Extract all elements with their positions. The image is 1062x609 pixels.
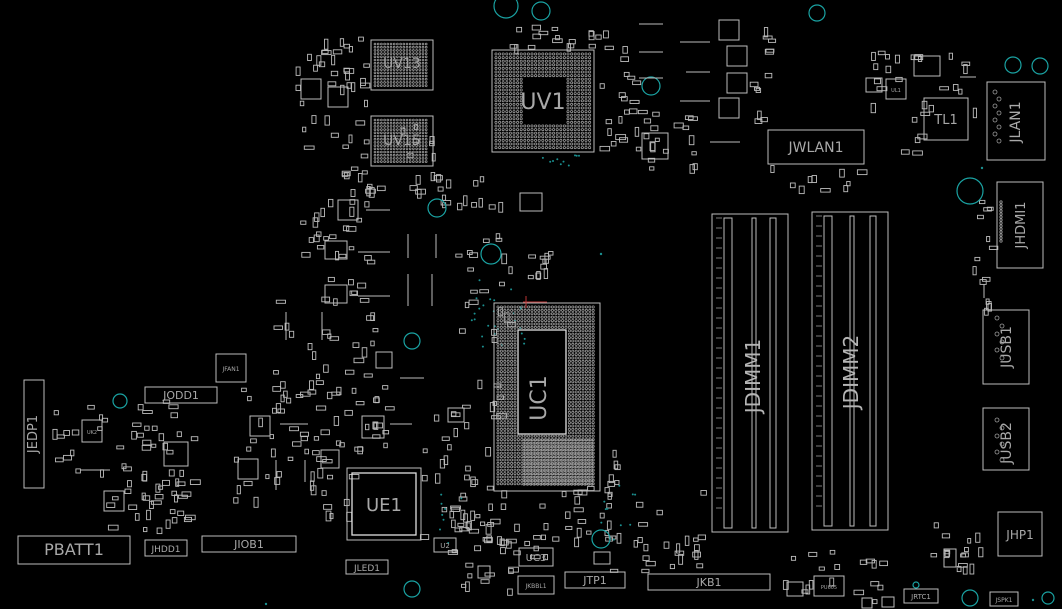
connector-jspk1[interactable]: JSPK1 — [989, 591, 1019, 607]
pu-label: PU605 — [821, 585, 837, 591]
u2-label: U2 — [440, 542, 450, 550]
chip-uv1[interactable]: UV1 — [491, 49, 595, 153]
chip-uc3[interactable]: UC3 — [518, 547, 554, 567]
chip-pu605[interactable]: PU605 — [813, 575, 845, 597]
jkb1-label: JKB1 — [695, 576, 721, 589]
jiob1-label: JIOB1 — [233, 538, 264, 551]
chip-uk2[interactable]: UK2 — [81, 419, 103, 443]
uv15-label: UV15 — [383, 133, 421, 149]
connector-jhdmi1[interactable]: JHDMI1 — [996, 181, 1044, 269]
connector-pbatt1[interactable]: PBATT1 — [17, 535, 131, 565]
jdimm1-label: JDIMM1 — [741, 339, 765, 415]
tl1-label: TL1 — [933, 113, 957, 128]
connector-jwlan1[interactable]: JWLAN1 — [767, 129, 865, 165]
transformer-tl1[interactable]: TL1 — [923, 97, 969, 141]
connector-jled1[interactable]: JLED1 — [345, 559, 389, 575]
medium-components — [80, 19, 985, 609]
chip-uc1[interactable]: UC1 — [493, 302, 601, 492]
connector-jkb1[interactable]: JKB1 — [647, 573, 771, 591]
connector-jhdd1[interactable]: JHDD1 — [144, 539, 188, 557]
jled1-label: JLED1 — [353, 564, 380, 574]
uc3-label: UC3 — [526, 553, 547, 564]
chip-uv15[interactable]: UV15 — [370, 115, 434, 167]
uc1-label: UC1 — [527, 375, 552, 420]
uv1-label: UV1 — [520, 90, 565, 115]
bga-pads — [373, 42, 595, 486]
passive-components — [52, 24, 999, 605]
connector-jusb1[interactable]: JUSB1 — [982, 309, 1030, 385]
test-points — [264, 154, 1035, 606]
jwlan1-label: JWLAN1 — [787, 140, 843, 156]
jspk1-label: JSPK1 — [995, 597, 1013, 604]
chip-ue1[interactable]: UE1 — [346, 467, 422, 541]
uk2-label: UK2 — [87, 430, 97, 436]
chip-ul1[interactable]: UL1 — [885, 78, 907, 100]
connector-pins — [716, 89, 1005, 509]
jhdmi1-label: JHDMI1 — [1014, 202, 1029, 250]
connector-jhp1[interactable]: JHP1 — [997, 511, 1043, 557]
jusb2-label: JUSB2 — [999, 422, 1015, 465]
connector-jlan1[interactable]: JLAN1 — [986, 81, 1046, 161]
connector-jusb2[interactable]: JUSB2 — [982, 407, 1030, 471]
ul1-label: UL1 — [891, 88, 901, 94]
connector-jedp1[interactable]: JEDP1 — [23, 379, 45, 489]
jdimm2-label: JDIMM2 — [839, 335, 863, 411]
jkbbl1-label: JKBBL1 — [524, 583, 546, 590]
connector-jodd1[interactable]: JODD1 — [144, 386, 218, 404]
mounting-holes — [112, 0, 1055, 607]
connector-jrtc1[interactable]: JRTC1 — [903, 588, 939, 604]
chip-u2[interactable]: U2 — [433, 537, 457, 553]
connector-jtp1[interactable]: JTP1 — [564, 571, 626, 589]
connector-jkbbl1[interactable]: JKBBL1 — [517, 575, 555, 595]
jhdd1-label: JHDD1 — [150, 545, 180, 555]
jodd1-label: JODD1 — [162, 389, 199, 402]
connector-jdimm2[interactable]: JDIMM2 — [811, 211, 889, 531]
jhp1-label: JHP1 — [1005, 528, 1033, 542]
connector-jdimm1[interactable]: JDIMM1 — [711, 213, 789, 533]
jtp1-label: JTP1 — [582, 574, 607, 587]
jedp1-label: JEDP1 — [26, 415, 41, 454]
jfan1-label: JFAN1 — [221, 366, 239, 373]
connector-jiob1[interactable]: JIOB1 — [201, 535, 297, 553]
jrtc1-label: JRTC1 — [910, 593, 931, 601]
connector-jfan1[interactable]: JFAN1 — [215, 353, 247, 383]
ue1-label: UE1 — [366, 495, 402, 516]
jlan1-label: JLAN1 — [1008, 101, 1024, 143]
pbatt1-label: PBATT1 — [44, 540, 104, 559]
jusb1-label: JUSB1 — [999, 326, 1015, 369]
